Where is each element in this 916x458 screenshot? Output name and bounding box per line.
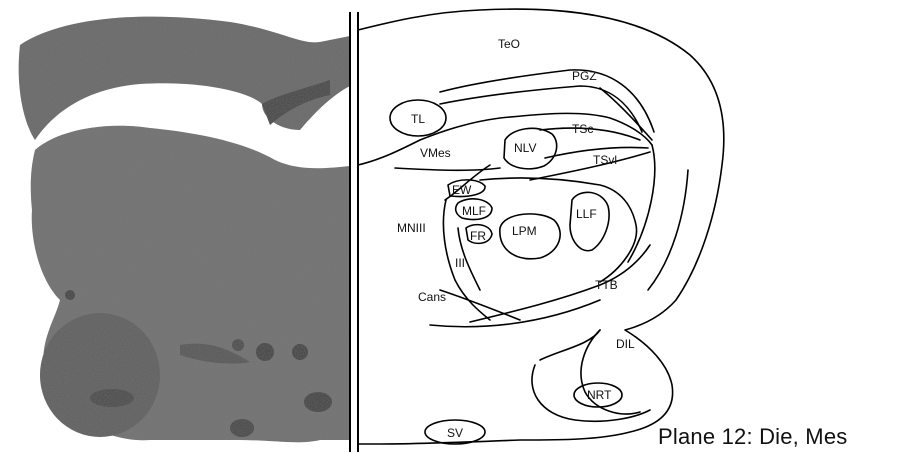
label-tsvl: TSvl (593, 153, 617, 167)
label-nrt: NRT (587, 388, 612, 402)
histology-photo (19, 17, 350, 443)
tectal-ventricle-lower (440, 86, 642, 132)
atlas-labels: TeO PGZ TL TSc TSvl VMes NLV EW MLF MNII… (397, 37, 635, 440)
label-sv: SV (447, 426, 463, 440)
label-cans: Cans (418, 290, 446, 304)
label-nlv: NLV (514, 141, 536, 155)
torus-lateral (628, 145, 655, 262)
vessel-spot (232, 339, 244, 351)
vessel-spot (256, 343, 274, 361)
vessel-spot (292, 344, 308, 360)
midline-divider (350, 12, 358, 452)
label-ew: EW (452, 183, 472, 197)
inferior-lobe-tissue (40, 313, 160, 437)
dil-inner-curve (540, 330, 600, 360)
plane-caption: Plane 12: Die, Mes (658, 424, 847, 450)
label-dil: DIL (616, 337, 635, 351)
label-fr: FR (470, 229, 486, 243)
label-mlf: MLF (462, 204, 486, 218)
vessel-spot (65, 290, 75, 300)
label-vmes: VMes (420, 146, 451, 160)
label-llf: LLF (576, 207, 597, 221)
label-pgz: PGZ (572, 69, 597, 83)
vessel-spot (230, 419, 254, 437)
vessel-spot (304, 392, 332, 412)
llf-outline (570, 192, 609, 250)
label-ttb: TTB (595, 278, 618, 292)
label-lpm: LPM (512, 224, 537, 238)
inner-boundary (480, 178, 637, 282)
label-iii: III (455, 256, 465, 270)
cans-line (440, 290, 520, 320)
label-tsc: TSc (572, 122, 593, 136)
label-tl: TL (411, 112, 425, 126)
tectum-tissue (19, 17, 350, 140)
vessel-spot (90, 389, 134, 407)
pgz-line (600, 88, 652, 140)
label-mniii: MNIII (397, 221, 426, 235)
tsvl-line-2 (530, 152, 650, 180)
ventral-line (430, 300, 600, 327)
label-teo: TeO (498, 37, 520, 51)
